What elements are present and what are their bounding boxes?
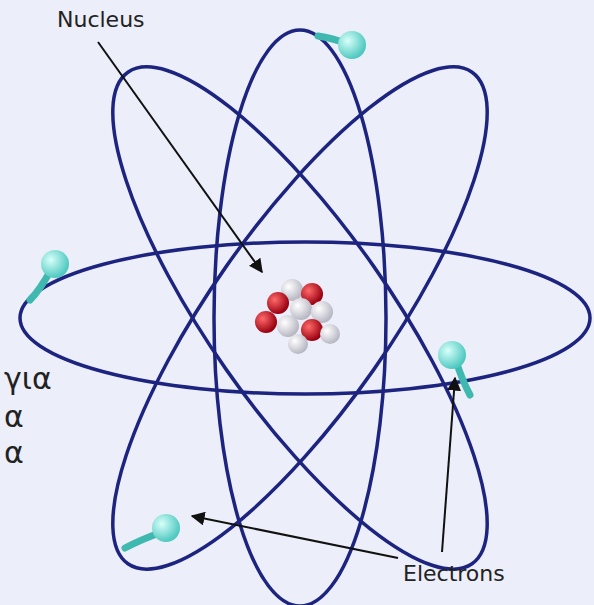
orbit	[20, 242, 590, 394]
nucleus-label: Nucleus	[57, 8, 145, 32]
orbits	[20, 21, 590, 605]
electrons	[41, 31, 466, 542]
text-fragment: για	[2, 362, 54, 395]
text-fragment: α	[2, 400, 26, 433]
leader-lines	[98, 42, 455, 558]
electron-trails	[30, 36, 470, 548]
nucleus	[255, 279, 340, 354]
orbit	[54, 21, 546, 605]
text-fragment: α	[2, 436, 26, 469]
electrons-label: Electrons	[403, 562, 505, 586]
orbit	[54, 21, 546, 605]
